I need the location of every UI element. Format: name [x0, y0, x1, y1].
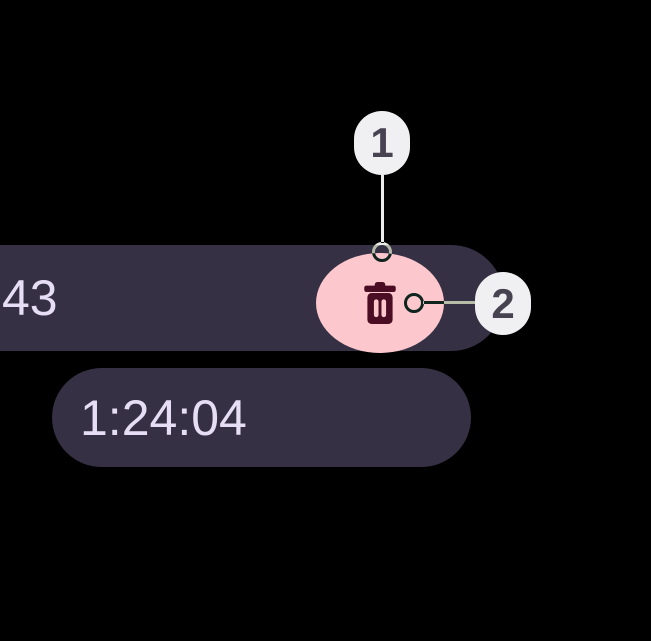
callout-1-line — [381, 175, 384, 243]
callout-1-number: 1 — [370, 119, 394, 166]
trash-icon — [364, 282, 396, 324]
callout-1-anchor-circle — [372, 242, 392, 262]
callout-2-number: 2 — [491, 279, 515, 327]
timer-partial-value: 43 — [2, 270, 58, 326]
timer-pill-main: 1:24:04 — [52, 368, 471, 467]
callout-2-line — [423, 301, 476, 304]
callout-2-badge: 2 — [475, 272, 531, 335]
callout-2-anchor-circle — [404, 293, 424, 313]
callout-1-badge: 1 — [354, 111, 410, 175]
timer-main-value: 1:24:04 — [80, 389, 247, 446]
